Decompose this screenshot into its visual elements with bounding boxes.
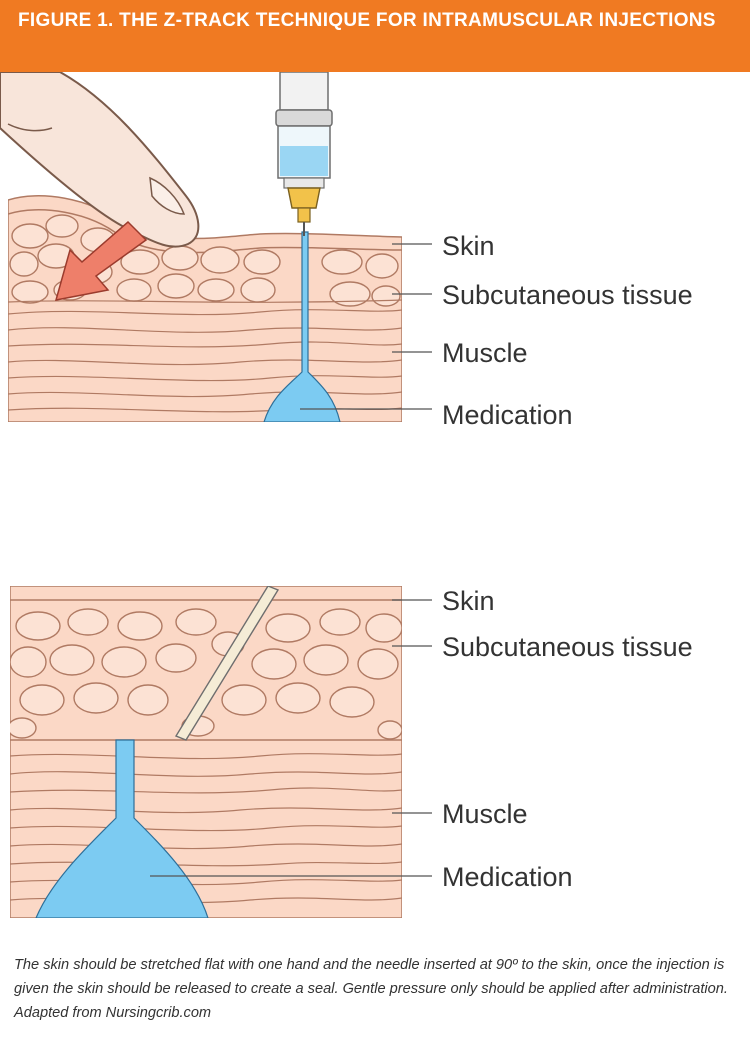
- top-medication: [263, 231, 341, 422]
- top-label-subcutaneous: Subcutaneous tissue: [442, 280, 693, 310]
- hand-finger: [0, 72, 200, 248]
- knuckle-line: [7, 123, 53, 132]
- title-banner: FIGURE 1. THE Z-TRACK TECHNIQUE FOR INTR…: [0, 0, 750, 72]
- top-muscle-fibres: [8, 299, 402, 413]
- top-leader-lines: [300, 243, 432, 410]
- needle-track: [174, 586, 280, 741]
- figure-caption: The skin should be stretched flat with o…: [14, 957, 728, 1021]
- fingernail: [149, 176, 186, 215]
- top-label-medication: Medication: [442, 400, 573, 430]
- bottom-label-subcutaneous: Subcutaneous tissue: [442, 632, 693, 662]
- bottom-leader-lines: [150, 599, 432, 877]
- bottom-label-skin: Skin: [442, 586, 495, 616]
- bottom-panel: [10, 586, 432, 918]
- bottom-label-muscle: Muscle: [442, 799, 528, 829]
- top-label-skin: Skin: [442, 231, 495, 261]
- pull-direction-arrow: [54, 220, 148, 301]
- top-label-muscle: Muscle: [442, 338, 528, 368]
- top-panel: [0, 72, 432, 422]
- bottom-fat-cells: [10, 608, 402, 740]
- figure-title: FIGURE 1. THE Z-TRACK TECHNIQUE FOR INTR…: [18, 10, 716, 31]
- syringe: [275, 72, 333, 236]
- z-track-illustration: [0, 72, 432, 918]
- bottom-label-medication: Medication: [442, 862, 573, 892]
- bottom-medication: [35, 739, 209, 918]
